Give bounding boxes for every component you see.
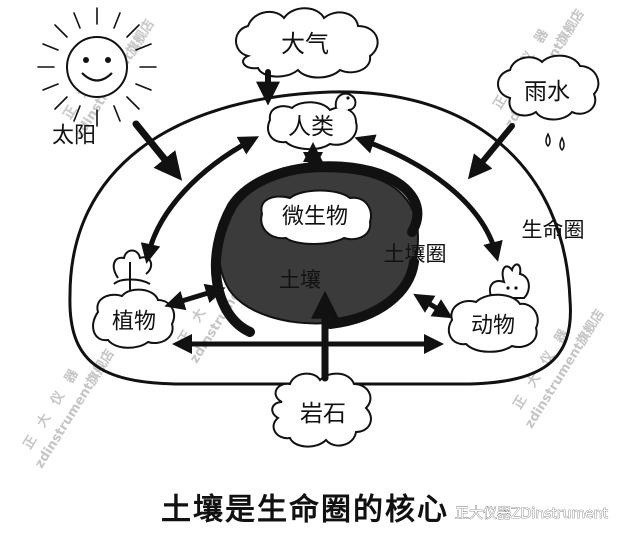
atmosphere-label: 大气 xyxy=(281,30,329,58)
arrow-animals-soil xyxy=(413,293,453,319)
animals-node xyxy=(447,293,539,353)
humans-label: 人类 xyxy=(288,114,334,140)
watermark-brand-1: 正 xyxy=(21,433,41,452)
rock-label: 岩石 xyxy=(300,401,346,427)
watermark-brand-4: 器 xyxy=(61,366,82,387)
arrow-humans-plants xyxy=(140,136,260,264)
sun-icon xyxy=(37,7,157,127)
watermark-brand-2: 大 xyxy=(34,411,54,431)
watermark-brand-1: 正 xyxy=(511,393,531,412)
rabbit-icon xyxy=(488,263,530,299)
arrow-plants-soil xyxy=(164,283,226,311)
animals-label: 动物 xyxy=(471,314,515,339)
atmosphere-cloud xyxy=(235,7,379,79)
arrow-humans-animals xyxy=(354,134,503,262)
biosphere-label: 生命圈 xyxy=(522,218,585,242)
rain-label: 雨水 xyxy=(524,79,570,105)
rock-node xyxy=(271,372,372,448)
soil-sphere-ring-lower xyxy=(325,257,419,329)
watermark-brand-4: 器 xyxy=(531,26,552,47)
soil-label: 土壤 xyxy=(279,268,321,292)
snake-icon xyxy=(334,92,357,111)
plant-icon xyxy=(112,249,153,290)
relationship-arrows xyxy=(132,69,515,382)
diagram-caption: 土壤是生命圈的核心 xyxy=(161,493,449,528)
watermark-brand-3: 仪 xyxy=(48,388,69,409)
plants-node xyxy=(92,288,176,349)
footer-brand-text: 正大仪器ZDinstrument xyxy=(455,506,609,522)
soil-sphere-label: 土壤圈 xyxy=(384,242,447,266)
humans-node xyxy=(267,101,358,150)
watermark-domain: zdinstrument旗舰店 xyxy=(31,346,117,471)
sun-label: 太阳 xyxy=(52,124,96,149)
plants-label: 植物 xyxy=(112,310,156,335)
raindrops-icon xyxy=(545,132,565,152)
rain-cloud xyxy=(497,54,600,121)
watermark-brand-2: 大 xyxy=(189,306,209,326)
microbes-label: 微生物 xyxy=(282,205,348,230)
biosphere-dome-outline xyxy=(68,90,572,386)
